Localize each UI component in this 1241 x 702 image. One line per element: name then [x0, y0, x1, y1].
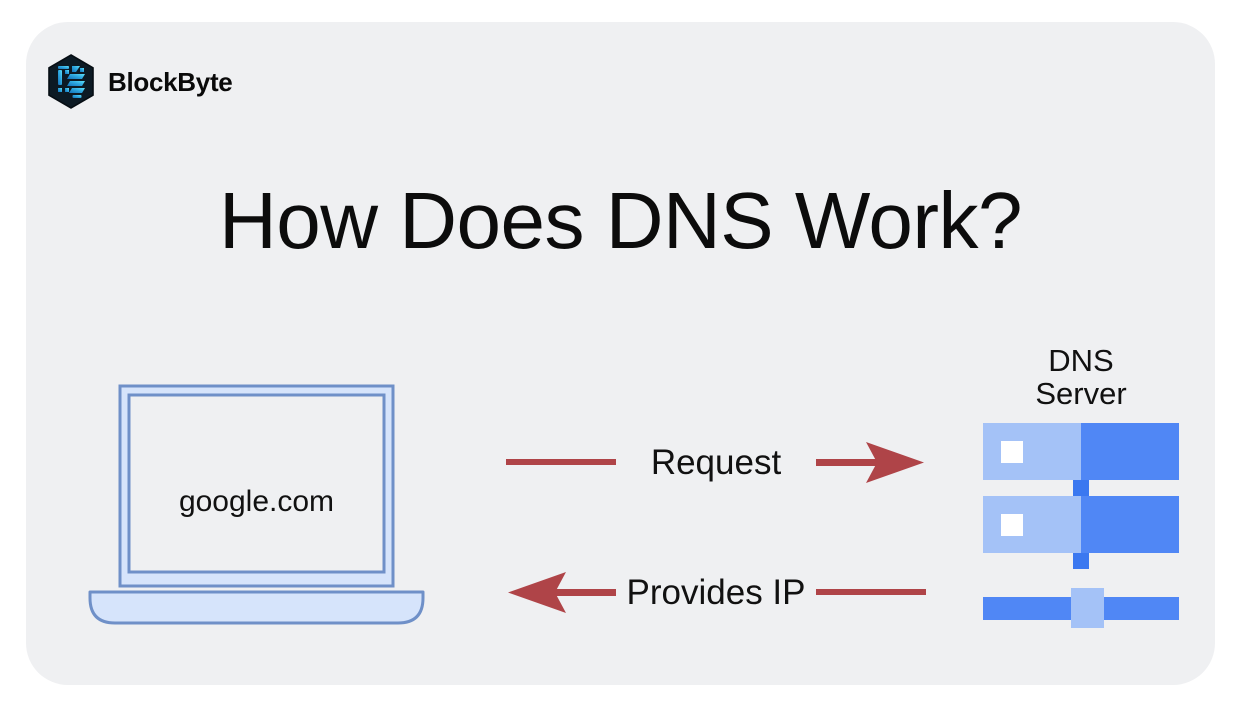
- brand-lockup: BlockByte: [46, 54, 233, 109]
- server-rack-unit-1-left: [983, 422, 1081, 480]
- flow-request-label: Request: [650, 442, 782, 482]
- server-rack-unit-2-left: [983, 495, 1081, 553]
- laptop-screen-text: google.com: [178, 485, 335, 518]
- hexagon-circuit-logo-icon: [46, 54, 96, 109]
- server-rack-unit-1-right: [1081, 422, 1179, 480]
- flow-provides-ip-line-right: [816, 589, 926, 595]
- flow-provides-ip-label: Provides IP: [626, 572, 806, 612]
- dns-server-label-line2: Server: [1035, 376, 1127, 412]
- dns-server: DNS Server: [966, 344, 1196, 628]
- server-base-box: [1071, 587, 1104, 628]
- dns-server-label: DNS Server: [966, 344, 1196, 411]
- server-connector-2: [1073, 552, 1089, 569]
- brand-name: BlockByte: [108, 66, 233, 97]
- flow-request-arrow-right-icon: [816, 442, 924, 483]
- dns-server-label-line1: DNS: [1048, 343, 1114, 378]
- server-rack-unit-2-led-icon: [1001, 513, 1023, 536]
- flow-request: Request: [506, 434, 926, 490]
- flow-provides-ip: Provides IP: [506, 564, 926, 620]
- flow-provides-ip-arrow-left-icon: [508, 572, 616, 613]
- server-connector-1: [1073, 479, 1089, 496]
- server-rack-unit-2-right: [1081, 495, 1179, 553]
- server-rack-unit-1-led-icon: [1001, 440, 1023, 463]
- server-rack-icon: [983, 422, 1179, 628]
- server-rack-unit-1: [983, 422, 1179, 480]
- server-rack-unit-2: [983, 495, 1179, 553]
- flow-request-line-left: [506, 459, 616, 465]
- content-card: BlockByte How Does DNS Work? google.com …: [26, 22, 1215, 685]
- client-laptop: google.com: [84, 382, 429, 647]
- page-title: How Does DNS Work?: [218, 176, 1023, 265]
